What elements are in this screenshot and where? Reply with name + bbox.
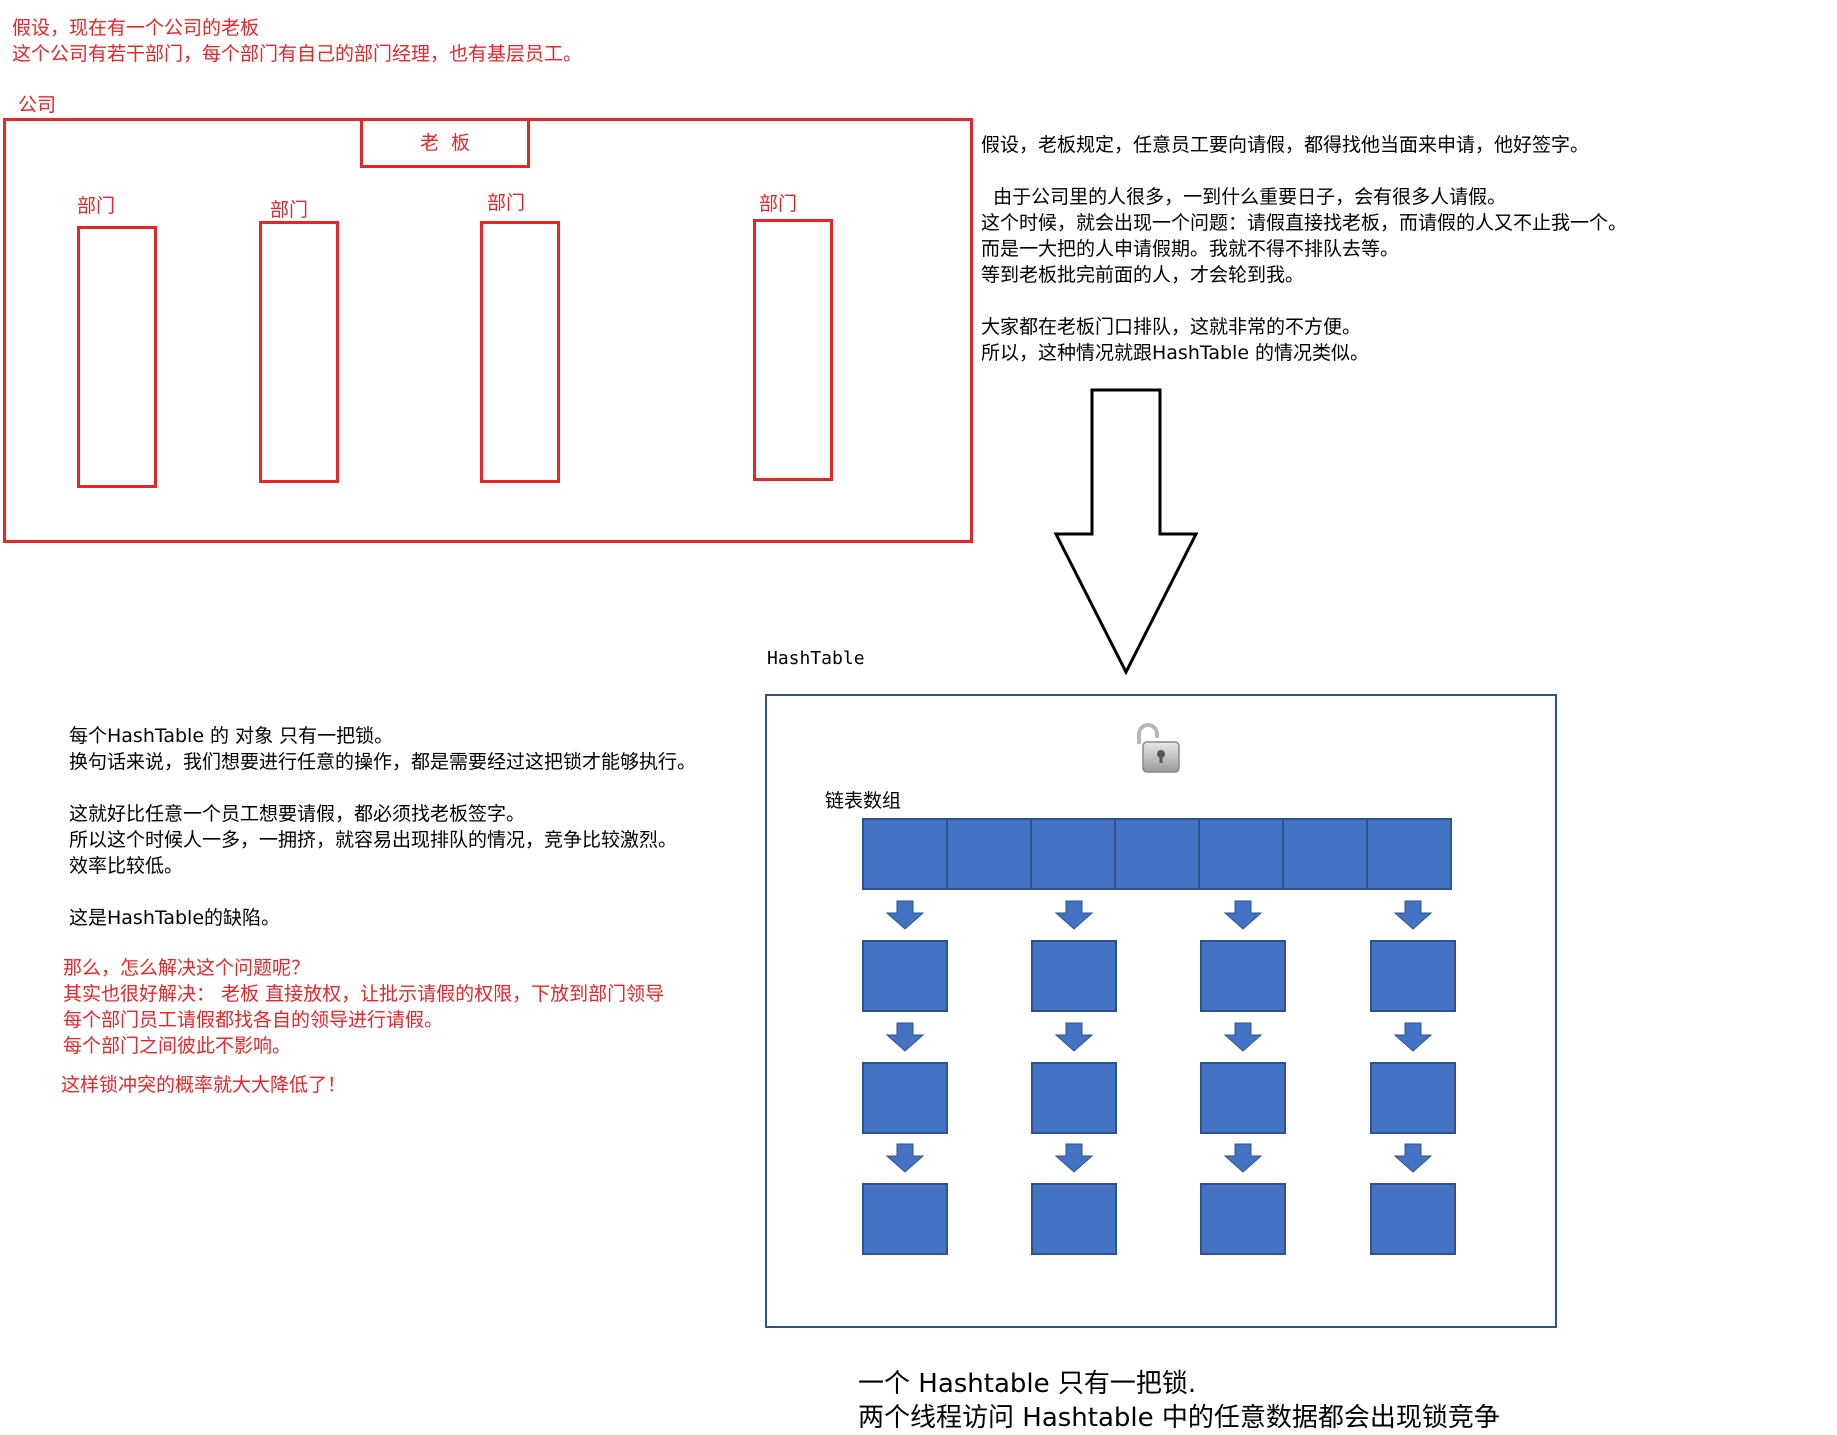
caption-line-2: 两个线程访问 Hashtable 中的任意数据都会出现锁竞争 — [858, 1403, 1500, 1433]
array-slot-6 — [1282, 818, 1368, 890]
boss-box: 老 板 — [360, 118, 530, 168]
department-box-1 — [77, 226, 157, 488]
array-slot-7 — [1366, 818, 1452, 890]
array-slot-5 — [1198, 818, 1284, 890]
department-box-3 — [480, 221, 560, 483]
chain-arrow-down-icon — [1393, 1143, 1433, 1173]
right-paragraph-2-line-4: 等到老板批完前面的人，才会轮到我。 — [981, 264, 1305, 286]
chain-node — [1200, 1062, 1286, 1134]
array-slot-2 — [946, 818, 1032, 890]
chain-node — [1370, 940, 1456, 1012]
hashtable-title: HashTable — [767, 648, 865, 669]
left-paragraph-1-line-2: 换句话来说，我们想要进行任意的操作，都是需要经过这把锁才能够执行。 — [69, 751, 697, 773]
array-slot-1 — [862, 818, 948, 890]
solution-line-3: 每个部门员工请假都找各自的领导进行请假。 — [63, 1009, 444, 1031]
department-box-4 — [753, 219, 833, 481]
chain-node — [862, 1183, 948, 1255]
right-paragraph-2-line-3: 而是一大把的人申请假期。我就不得不排队去等。 — [981, 238, 1400, 260]
left-paragraph-2-line-3: 效率比较低。 — [69, 855, 184, 877]
right-paragraph-2-line-1: 由于公司里的人很多，一到什么重要日子，会有很多人请假。 — [981, 186, 1507, 208]
department-label-2: 部门 — [270, 199, 309, 221]
caption-line-1: 一个 Hashtable 只有一把锁. — [858, 1369, 1197, 1399]
right-paragraph-3-line-1: 大家都在老板门口排队，这就非常的不方便。 — [981, 316, 1362, 338]
left-paragraph-2-line-1: 这就好比任意一个员工想要请假，都必须找老板签字。 — [69, 803, 526, 825]
chain-arrow-down-icon — [885, 1022, 925, 1052]
left-paragraph-2-line-2: 所以这个时候人一多，一拥挤，就容易出现排队的情况，竞争比较激烈。 — [69, 829, 678, 851]
chain-node — [1031, 1062, 1117, 1134]
solution-conclusion: 这样锁冲突的概率就大大降低了！ — [61, 1074, 347, 1096]
chain-node — [862, 1062, 948, 1134]
chain-node — [1031, 940, 1117, 1012]
left-paragraph-3: 这是HashTable的缺陷。 — [69, 907, 281, 929]
chain-arrow-down-icon — [1223, 1022, 1263, 1052]
department-box-2 — [259, 221, 339, 483]
hashtable-frame — [765, 694, 1557, 1328]
chain-arrow-down-icon — [1393, 1022, 1433, 1052]
chain-node — [1031, 1183, 1117, 1255]
chain-arrow-down-icon — [1223, 900, 1263, 930]
chain-node — [1370, 1183, 1456, 1255]
solution-line-4: 每个部门之间彼此不影响。 — [63, 1035, 292, 1057]
right-paragraph-2-line-2: 这个时候，就会出现一个问题：请假直接找老板，而请假的人又不止我一个。 — [981, 212, 1628, 234]
array-slot-4 — [1114, 818, 1200, 890]
solution-line-2: 其实也很好解决： 老板 直接放权，让批示请假的权限，下放到部门领导 — [63, 983, 665, 1005]
chain-arrow-down-icon — [1393, 900, 1433, 930]
unlocked-padlock-icon — [1137, 723, 1180, 773]
chain-arrow-down-icon — [885, 1143, 925, 1173]
department-label-1: 部门 — [77, 195, 116, 217]
chain-arrow-down-icon — [885, 900, 925, 930]
right-paragraph-3-line-2: 所以，这种情况就跟HashTable 的情况类似。 — [981, 342, 1370, 364]
left-paragraph-1-line-1: 每个HashTable 的 对象 只有一把锁。 — [69, 725, 394, 747]
boss-label: 老 板 — [419, 132, 471, 154]
array-slot-3 — [1030, 818, 1116, 890]
chain-node — [1370, 1062, 1456, 1134]
chain-arrow-down-icon — [1054, 1143, 1094, 1173]
right-paragraph-1: 假设，老板规定，任意员工要向请假，都得找他当面来申请，他好签字。 — [981, 134, 1590, 156]
department-label-4: 部门 — [759, 193, 798, 215]
chain-node — [1200, 1183, 1286, 1255]
chain-arrow-down-icon — [1054, 1022, 1094, 1052]
solution-line-1: 那么，怎么解决这个问题呢？ — [63, 957, 311, 979]
array-label: 链表数组 — [825, 790, 902, 812]
big-down-arrow — [1053, 388, 1199, 676]
department-label-3: 部门 — [487, 192, 526, 214]
chain-arrow-down-icon — [1054, 900, 1094, 930]
chain-arrow-down-icon — [1223, 1143, 1263, 1173]
intro-line-1: 假设，现在有一个公司的老板 — [12, 17, 260, 39]
chain-node — [1200, 940, 1286, 1012]
chain-node — [862, 940, 948, 1012]
intro-line-2: 这个公司有若干部门，每个部门有自己的部门经理，也有基层员工。 — [12, 43, 583, 65]
company-label: 公司 — [18, 94, 57, 116]
